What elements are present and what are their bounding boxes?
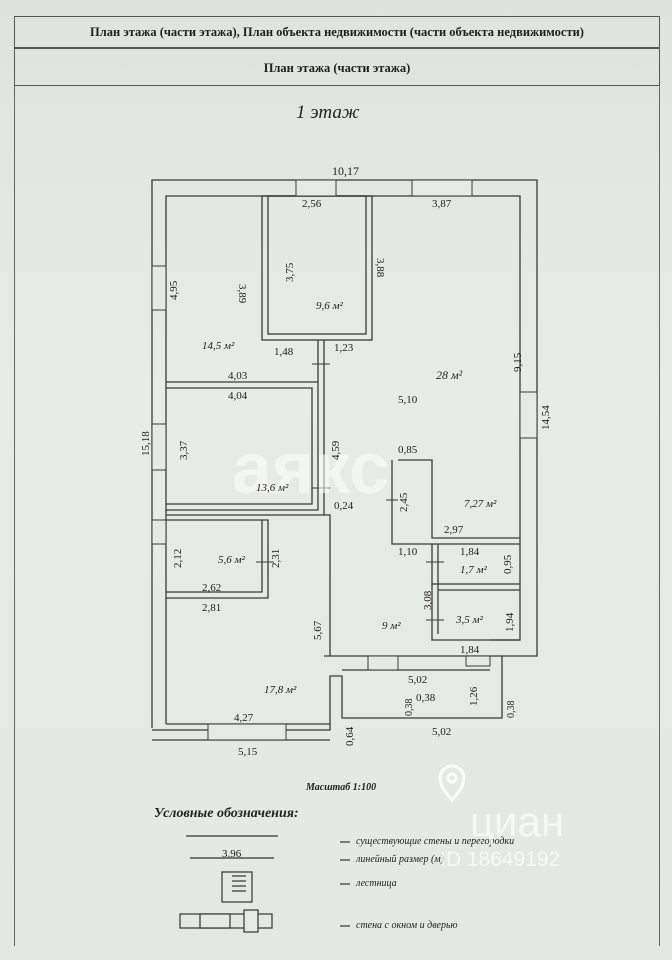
dim-label: 1,23: [334, 342, 354, 354]
dim-total-width: 10,17: [332, 164, 359, 178]
dim-label: 3,87: [432, 198, 452, 210]
dim-label: 2,56: [302, 198, 322, 210]
window-east: [519, 391, 538, 439]
dim-label: 15,18: [140, 431, 152, 456]
dim-label: 3,75: [284, 262, 296, 282]
dim-label: 2,45: [398, 492, 410, 512]
dim-label: 2,97: [444, 524, 464, 536]
dim-label: 0,38: [404, 698, 415, 717]
outer-wall-outline: [151, 179, 538, 731]
dim-label: 0,38: [416, 692, 436, 704]
dim-label: 1,84: [460, 644, 480, 656]
legend-item-window-door: стена с окном и дверью: [356, 920, 458, 931]
dim-label: 14,54: [540, 405, 552, 430]
dim-label: 3,89: [236, 284, 248, 304]
dim-label: 1,26: [468, 686, 480, 706]
dim-label: 0,64: [344, 726, 356, 746]
legend-item-walls: существующие стены и перегородки: [356, 836, 515, 847]
dim-label: 0,24: [334, 500, 354, 512]
map-pin-icon: [438, 764, 466, 803]
wall-room-13-6-inner: [166, 387, 313, 505]
room-area: 28 м²: [436, 368, 463, 382]
dim-label: 5,67: [312, 620, 324, 640]
wall-room-5-6-inner: [166, 520, 263, 593]
agency-watermark: аякс: [232, 429, 390, 509]
dim-label: 9,15: [512, 352, 524, 372]
window-north-1: [295, 179, 337, 197]
window-north-2: [411, 179, 473, 197]
floor-title: 1 этаж: [296, 102, 360, 123]
dim-label: 1,94: [504, 612, 516, 632]
window-south: [207, 723, 287, 741]
document-title: План этажа (части этажа), План объекта н…: [14, 16, 660, 48]
wall-room-9-6: [261, 195, 373, 341]
dim-label: 5,02: [408, 674, 428, 686]
dim-label: 0,38: [506, 700, 517, 719]
dim-label: 0,85: [398, 444, 418, 456]
legend-item-stairs: лестница: [356, 878, 397, 889]
listing-brand-watermark: циан: [470, 798, 565, 845]
windows-doors: [151, 179, 538, 741]
window-west-2: [151, 423, 167, 471]
dim-label: 1,48: [274, 346, 294, 358]
dim-label: 2,81: [202, 602, 222, 614]
dim-label: 3,37: [178, 440, 190, 460]
legend-stair-symbol: [221, 871, 253, 903]
dim-label: 3,88: [374, 258, 386, 278]
legend-item-dimension: линейный размер (м): [356, 854, 445, 865]
room-area: 17,8 м²: [264, 684, 297, 696]
window-west-3: [151, 519, 167, 545]
legend-symbols: [179, 835, 350, 933]
dim-label: 5,15: [238, 746, 258, 758]
wall-room-13-6: [166, 381, 319, 511]
dim-label: 2,62: [202, 582, 222, 594]
wall-room-7-27: [391, 460, 520, 545]
room-area: 7,27 м²: [464, 498, 497, 510]
room-area: 9,6 м²: [316, 300, 343, 312]
dim-label: 1,10: [398, 546, 418, 558]
dim-label: 5,02: [432, 726, 452, 738]
dim-label: 2,31: [270, 548, 282, 568]
room-area: 1,7 м²: [460, 564, 487, 576]
dim-label: 2,12: [172, 548, 184, 568]
wall-room-7-27-inner: [398, 459, 520, 539]
door-entrance: [367, 655, 399, 671]
legend-sample-dimension: 3.96: [222, 848, 242, 860]
listing-id-watermark: ID 18649192: [440, 848, 561, 871]
dim-label: 4,27: [234, 712, 254, 724]
dim-label: 0,95: [502, 554, 514, 574]
room-area: 14,5 м²: [202, 340, 235, 352]
dim-label: 4,59: [330, 440, 342, 460]
dim-label: 1,84: [460, 546, 480, 558]
dim-label: 4,04: [228, 390, 248, 402]
dim-label: 4,03: [228, 370, 248, 382]
wall-room-5-6: [166, 519, 269, 599]
wall-room-9-6-inner: [267, 195, 367, 335]
document-subtitle: План этажа (части этажа): [14, 48, 660, 86]
room-area: 5,6 м²: [218, 554, 245, 566]
wall-room-5-6-top: [166, 514, 331, 656]
dim-label: 3,08: [422, 590, 434, 610]
door-porch: [465, 655, 491, 667]
room-area: 3,5 м²: [456, 614, 483, 626]
drawing-frame: [14, 86, 660, 946]
dim-label: 5,10: [398, 394, 418, 406]
room-area: 9 м²: [382, 620, 401, 632]
window-west-1: [151, 265, 167, 311]
legend-title: Условные обозначения:: [154, 806, 299, 821]
wall-room-3-5: [431, 544, 520, 641]
dim-label: 4,95: [168, 280, 180, 300]
room-area: 13,6 м²: [256, 482, 289, 494]
scale-label: Масштаб 1:100: [306, 782, 377, 793]
